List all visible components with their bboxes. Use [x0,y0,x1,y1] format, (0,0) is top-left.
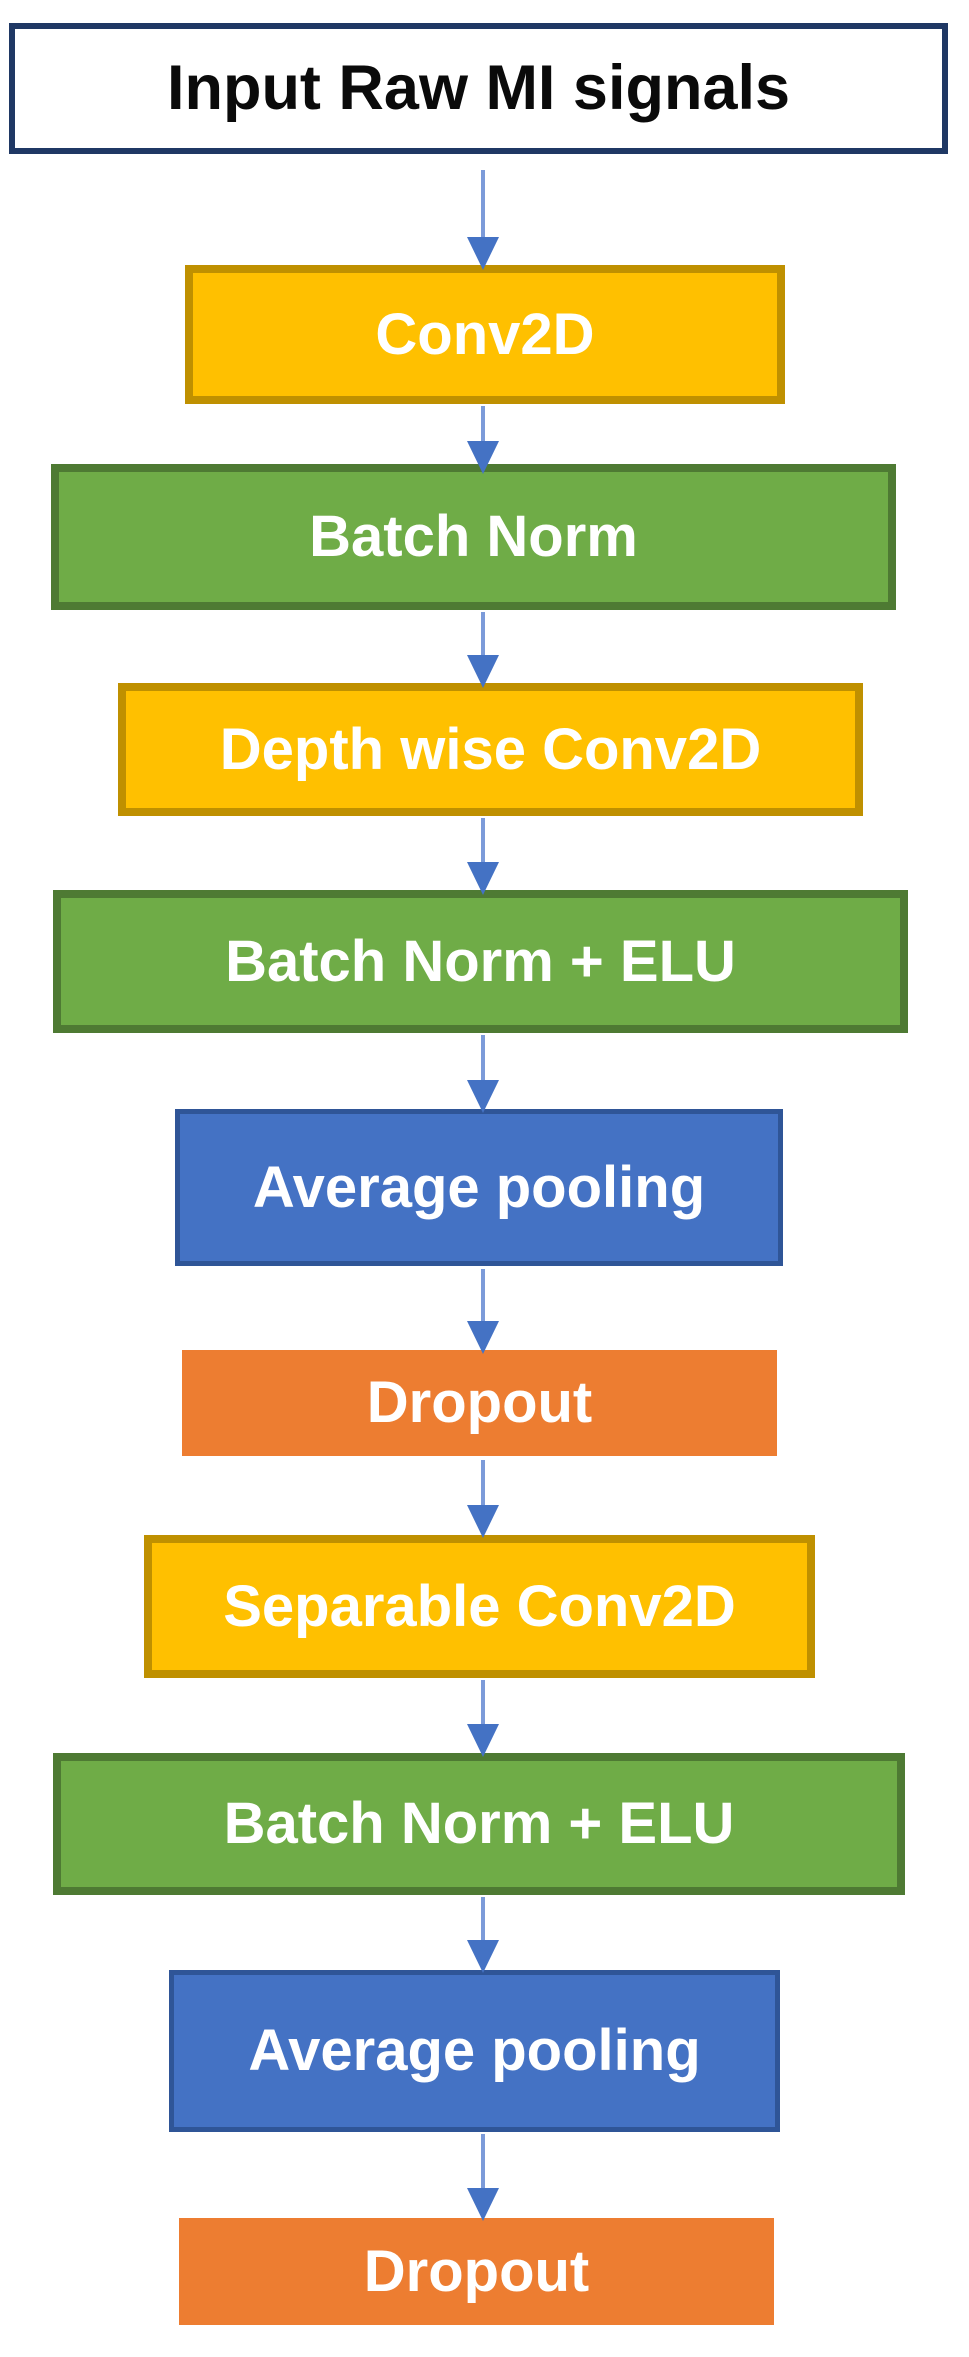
arrow-line [481,1269,485,1328]
arrow-line [481,1680,485,1731]
arrow-head-icon [467,237,499,270]
arrow-head-icon [467,1505,499,1538]
node-dropout-1: Dropout [182,1350,777,1456]
node-batch-norm: Batch Norm [51,464,896,610]
node-depthwise-conv2d: Depth wise Conv2D [118,683,863,816]
arrow-line [481,1897,485,1947]
arrow-head-icon [467,655,499,688]
flow-arrow [463,1460,503,1538]
node-batch-norm-elu-1: Batch Norm + ELU [53,890,908,1033]
arrow-head-icon [467,1724,499,1757]
node-average-pooling-1: Average pooling [175,1109,783,1266]
flow-arrow [463,1897,503,1973]
node-separable-conv2d: Separable Conv2D [144,1535,815,1678]
arrow-head-icon [467,1940,499,1973]
arrow-head-icon [467,862,499,895]
flow-arrow [463,2134,503,2221]
node-dropout-2: Dropout [179,2218,774,2325]
arrow-line [481,406,485,448]
arrow-head-icon [467,1080,499,1113]
flow-arrow [463,170,503,270]
flow-arrow [463,612,503,688]
node-conv2d: Conv2D [185,265,785,404]
arrow-line [481,612,485,662]
arrow-line [481,170,485,244]
arrow-line [481,818,485,869]
flow-arrow [463,1269,503,1354]
arrow-line [481,1460,485,1512]
node-batch-norm-elu-2: Batch Norm + ELU [53,1753,905,1895]
flow-arrow [463,818,503,895]
arrow-head-icon [467,441,499,474]
arrow-head-icon [467,1321,499,1354]
flow-arrow [463,1035,503,1113]
flow-arrow [463,406,503,474]
arrow-line [481,1035,485,1087]
arrow-head-icon [467,2188,499,2221]
node-input-raw-mi-signals: Input Raw MI signals [9,23,948,154]
flow-arrow [463,1680,503,1757]
node-average-pooling-2: Average pooling [169,1970,780,2132]
arrow-line [481,2134,485,2195]
